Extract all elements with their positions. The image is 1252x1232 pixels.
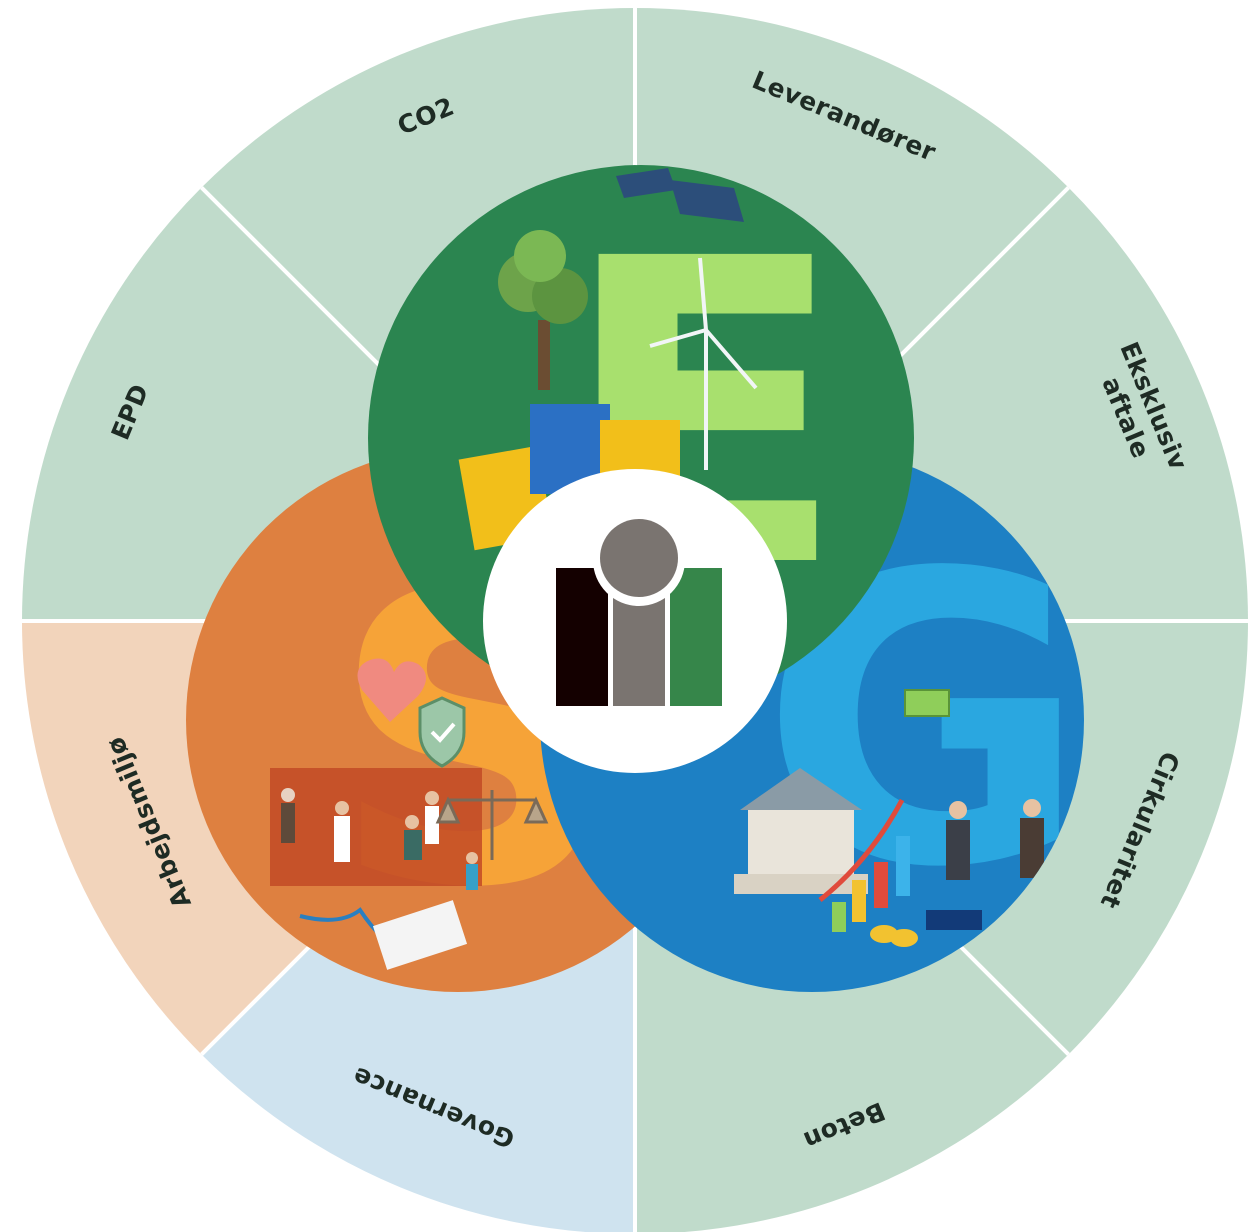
- shield-icon: [418, 696, 466, 768]
- wind-turbine-icon: [649, 257, 758, 470]
- logo-green-bar: [670, 568, 722, 706]
- logo-dark-bar: [556, 568, 608, 706]
- scales-icon: [435, 790, 549, 860]
- people-icon: [281, 788, 478, 890]
- stethoscope-icon: [299, 900, 468, 970]
- heart-icon: [357, 658, 426, 722]
- bar-growth-icon: [818, 798, 910, 932]
- bank-icon: [734, 768, 868, 894]
- logo-dot: [600, 519, 678, 597]
- tree-icon: [498, 230, 588, 390]
- solar-panel-icon: [616, 168, 744, 222]
- care-scene-backdrop: [270, 768, 482, 886]
- money-icon: [904, 689, 950, 717]
- environment-pillar[interactable]: E: [368, 165, 914, 711]
- coins-icon: [870, 925, 918, 947]
- central-logo: [483, 469, 787, 773]
- businessmen-icon: [926, 799, 1044, 930]
